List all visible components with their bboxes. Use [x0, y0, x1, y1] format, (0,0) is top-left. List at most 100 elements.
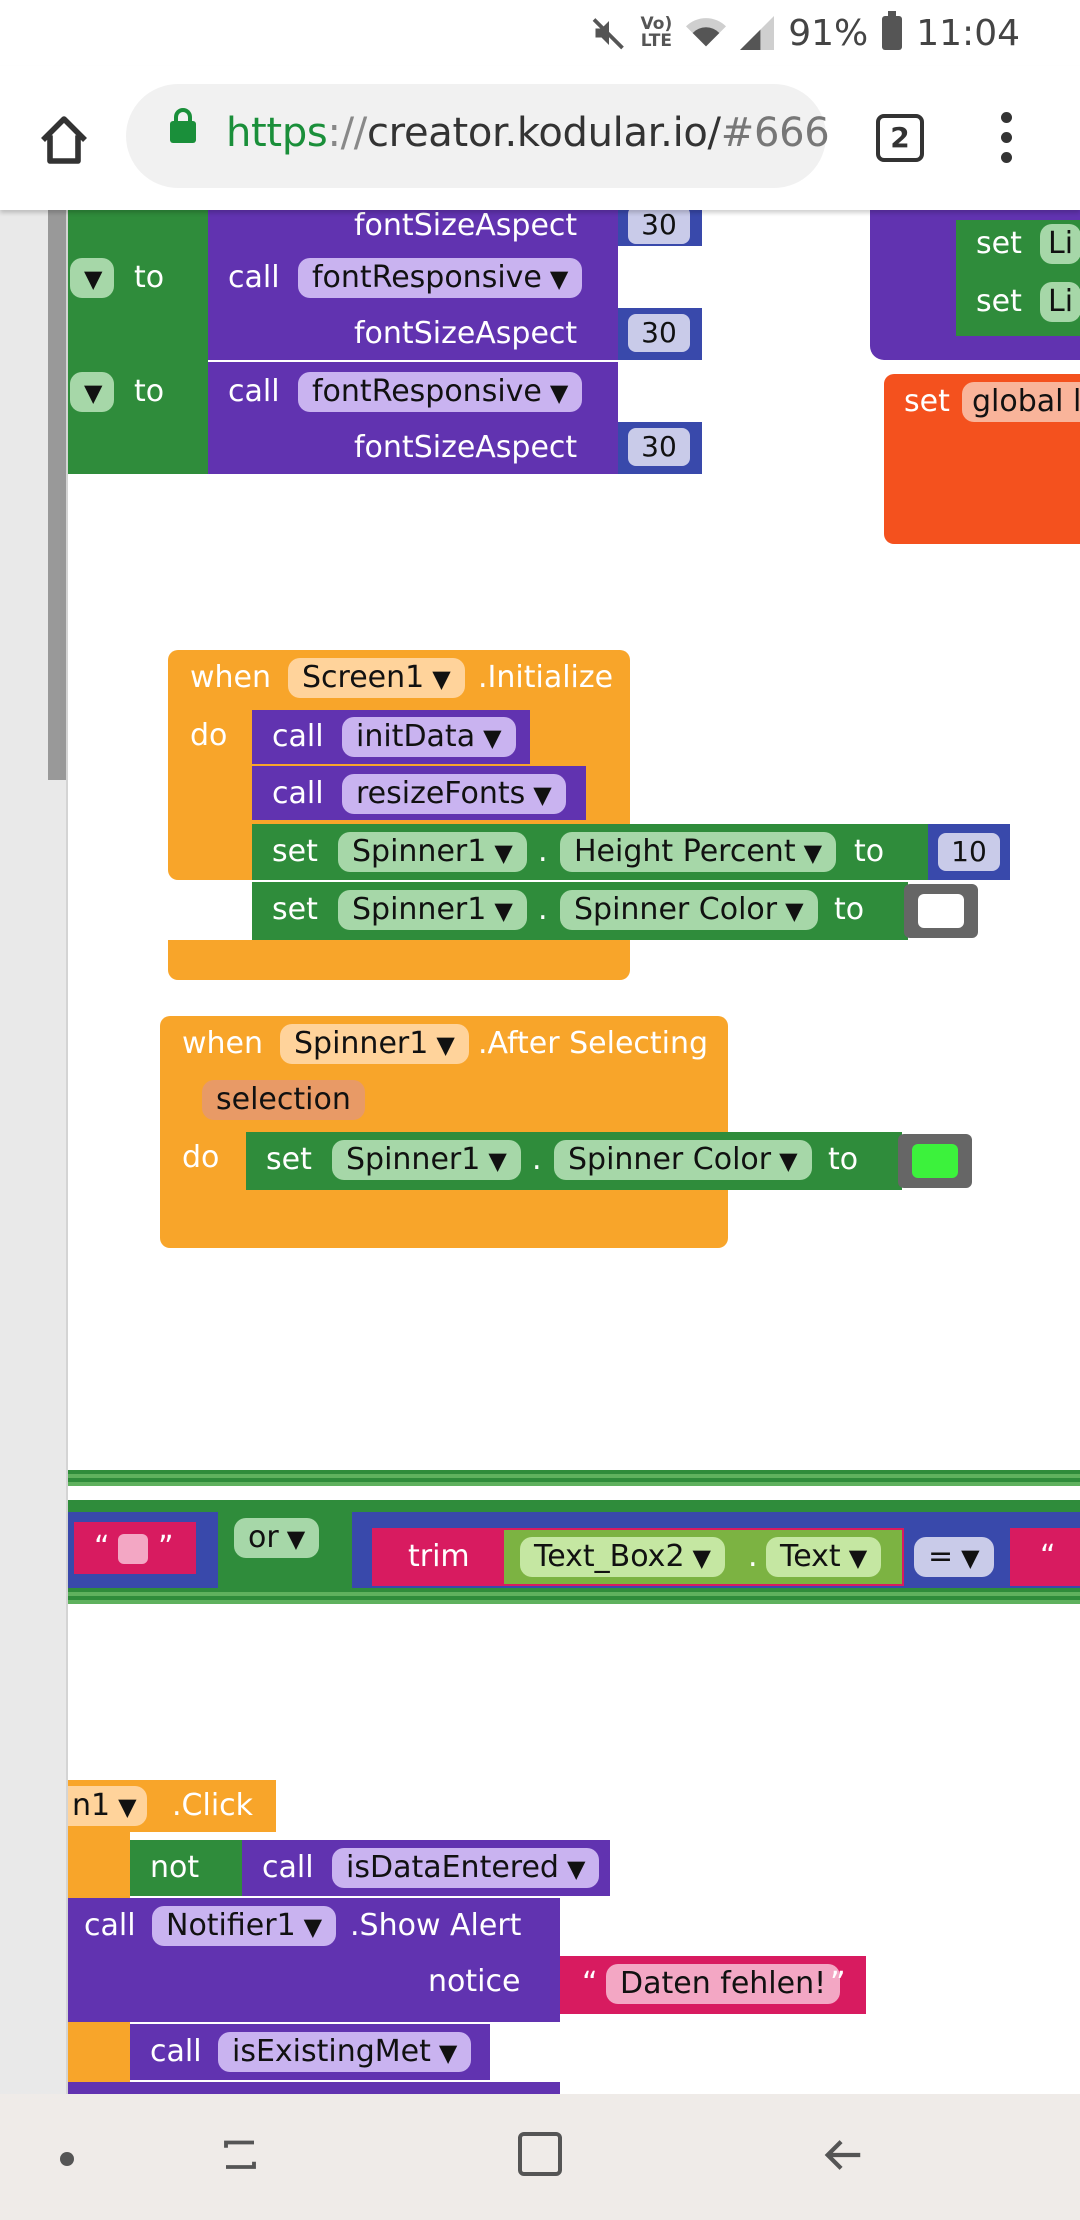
event-name: .Initialize: [478, 660, 614, 695]
back-icon[interactable]: [820, 2132, 866, 2178]
event-name: .After Selecting: [478, 1026, 709, 1061]
number-value[interactable]: 30: [628, 314, 690, 352]
tabs-icon[interactable]: 2: [876, 114, 924, 162]
network-type: Vo) LTE: [640, 14, 673, 51]
call-label: call: [262, 1850, 314, 1885]
component-dropdown[interactable]: Notifier1▼: [152, 1906, 337, 1946]
property-dropdown[interactable]: Text▼: [766, 1537, 882, 1577]
component-dropdown[interactable]: Text_Box2▼: [520, 1537, 725, 1577]
status-bar: Vo) LTE 91% 11:04: [0, 0, 1080, 66]
mute-icon: [592, 18, 624, 50]
set-label: set: [266, 1142, 312, 1177]
nav-dot-icon[interactable]: [60, 2152, 74, 2166]
procedure-dropdown[interactable]: fontResponsive▼: [298, 258, 583, 298]
status-icons: Vo) LTE 91% 11:04: [591, 8, 1020, 58]
call-label: call: [150, 2034, 202, 2069]
to-label: to: [134, 260, 165, 295]
procedure-dropdown[interactable]: fontResponsive▼: [298, 372, 583, 412]
url-text[interactable]: https://creator.kodular.io/#666: [226, 110, 830, 156]
home-square-icon[interactable]: [518, 2132, 562, 2176]
call-label: call: [228, 260, 280, 295]
dot-label: .: [538, 834, 548, 869]
to-label: to: [854, 834, 885, 869]
call-label: call: [272, 776, 324, 811]
call-label: call: [272, 719, 324, 754]
blocks-workspace[interactable]: fontSizeAspect 30 ▼ to call fontResponsi…: [0, 210, 1080, 2094]
when-label: when: [190, 660, 272, 695]
condition-block-stack[interactable]: [68, 1470, 1080, 1486]
do-label: do: [182, 1140, 220, 1175]
do-label: do: [190, 718, 228, 753]
when-label: when: [182, 1026, 264, 1061]
vertical-scrollbar[interactable]: [48, 210, 66, 780]
component-dropdown[interactable]: Spinner1▼: [280, 1024, 469, 1064]
system-nav-bar: [0, 2094, 1080, 2220]
white-color-swatch[interactable]: [918, 894, 964, 928]
setter-dropdown[interactable]: ▼: [70, 258, 114, 298]
to-label: to: [134, 374, 165, 409]
procedure-call-block[interactable]: [208, 210, 618, 248]
lock-icon: [170, 108, 196, 143]
component-dropdown[interactable]: Spinner1▼: [332, 1140, 521, 1180]
component-dropdown[interactable]: n1▼: [68, 1786, 147, 1826]
clock: 11:04: [916, 12, 1020, 54]
property-dropdown[interactable]: Spinner Color▼: [560, 890, 818, 930]
compare-op-dropdown[interactable]: =▼: [914, 1537, 994, 1577]
event-parameter-selection[interactable]: selection: [202, 1080, 365, 1120]
browser-toolbar: https://creator.kodular.io/#666 2: [0, 66, 1080, 210]
menu-icon[interactable]: [998, 112, 1014, 168]
signal-icon: [740, 16, 775, 50]
procedure-dropdown[interactable]: initData▼: [342, 717, 516, 757]
procedure-dropdown[interactable]: resizeFonts▼: [342, 774, 566, 814]
set-label: set: [904, 384, 950, 419]
to-label: to: [828, 1142, 859, 1177]
url-bar[interactable]: https://creator.kodular.io/#666: [126, 84, 830, 188]
property-dropdown[interactable]: Spinner Color▼: [554, 1140, 812, 1180]
setter-dropdown[interactable]: Li: [1040, 282, 1080, 322]
quote-open: “: [582, 1966, 598, 2001]
quote-close: ”: [158, 1530, 174, 1565]
set-label: set: [272, 892, 318, 927]
setter-block[interactable]: [68, 210, 208, 474]
setter-dropdown[interactable]: Li: [1040, 224, 1080, 264]
text-value[interactable]: Daten fehlen!: [606, 1964, 841, 2004]
quote-open: “: [94, 1530, 110, 1565]
event-block-footer: [168, 940, 630, 980]
empty-text-value[interactable]: [118, 1534, 148, 1564]
property-dropdown[interactable]: Height Percent▼: [560, 832, 837, 872]
param-label: fontSizeAspect: [354, 316, 578, 351]
setter-dropdown[interactable]: ▼: [70, 372, 114, 412]
set-label: set: [976, 284, 1022, 319]
condition-block-stack-bottom: [68, 1588, 1080, 1604]
number-value[interactable]: 10: [938, 833, 1000, 871]
event-name: .Click: [172, 1788, 254, 1823]
home-icon[interactable]: [36, 112, 92, 168]
call-label: call: [84, 1908, 136, 1943]
recent-apps-icon[interactable]: [218, 2132, 262, 2174]
method-name: .Show Alert: [350, 1908, 522, 1943]
green-color-swatch[interactable]: [912, 1144, 958, 1178]
number-value[interactable]: 30: [628, 210, 690, 244]
quote-open: “: [1040, 1539, 1056, 1574]
dot-label: .: [532, 1142, 542, 1177]
param-label: fontSizeAspect: [354, 210, 578, 243]
procedure-dropdown[interactable]: isExistingMet▼: [218, 2032, 472, 2072]
battery-icon: [882, 11, 903, 50]
if-block-edge: [68, 2022, 130, 2084]
wifi-icon: [686, 18, 727, 47]
notifier-show-alert-block-partial[interactable]: [68, 2082, 560, 2094]
component-dropdown[interactable]: Spinner1▼: [338, 832, 527, 872]
dot-label: .: [748, 1539, 758, 1574]
procedure-dropdown[interactable]: isDataEntered▼: [332, 1848, 600, 1888]
component-dropdown[interactable]: Screen1▼: [288, 658, 465, 698]
not-label: not: [150, 1850, 200, 1885]
logic-op-dropdown[interactable]: or▼: [234, 1518, 320, 1558]
global-variable-dropdown[interactable]: global l: [962, 382, 1080, 422]
to-label: to: [834, 892, 865, 927]
battery-percent: 91%: [788, 12, 869, 54]
quote-close: ”: [830, 1966, 846, 2001]
text-block-right[interactable]: [1010, 1528, 1080, 1586]
component-dropdown[interactable]: Spinner1▼: [338, 890, 527, 930]
trim-label: trim: [408, 1539, 470, 1574]
number-value[interactable]: 30: [628, 428, 690, 466]
